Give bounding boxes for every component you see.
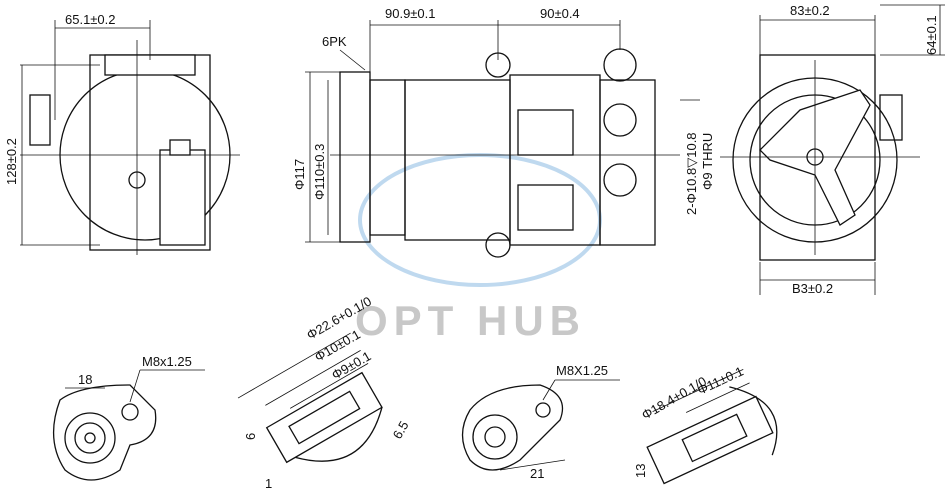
dim-90: 90±0.4 — [540, 6, 580, 21]
watermark-text: OPT HUB — [355, 297, 586, 344]
front-view: 83±0.2 B3±0.2 64±0.1 — [720, 3, 945, 296]
pulley-inner-dim: Φ110±0.3 — [312, 144, 327, 200]
detail2-h1: 6 — [243, 433, 258, 440]
left-width-dim: 65.1±0.2 — [65, 12, 116, 27]
left-view: 65.1±0.2 128±0.2 — [4, 12, 240, 255]
belt-label: 6PK — [322, 34, 347, 49]
detail4-d2: Φ11±0.1 — [695, 363, 746, 397]
detail-port-3: M8X1.25 21 — [461, 363, 620, 481]
detail3-thread: M8X1.25 — [556, 363, 608, 378]
dim-90-9: 90.9±0.1 — [385, 6, 436, 21]
watermark-swoosh — [358, 153, 602, 287]
detail3-dim: 21 — [530, 466, 544, 481]
front-right-dim: 64±0.1 — [924, 15, 939, 55]
detail4-h1: 13 — [633, 464, 648, 478]
detail2-h3: 1 — [265, 476, 272, 491]
left-height-dim: 128±0.2 — [4, 138, 19, 185]
detail4-d1: Φ18.4+0.1/0 — [639, 374, 709, 423]
holes-dim: 2-Φ10.8▽10.8 — [684, 132, 699, 215]
detail1-dim: 18 — [78, 372, 92, 387]
pulley-outer-dim: Φ117 — [292, 159, 307, 190]
detail2-h2: 6.5 — [390, 418, 412, 441]
front-bottom-dim: B3±0.2 — [792, 281, 833, 296]
detail-port-1: 18 M8x1.25 — [52, 354, 205, 481]
detail1-thread: M8x1.25 — [142, 354, 192, 369]
holes-thru-dim: Φ9 THRU — [700, 133, 715, 190]
front-top-dim: 83±0.2 — [790, 3, 830, 18]
detail-port-4: Φ18.4+0.1/0 Φ11±0.1 13 — [633, 363, 778, 485]
side-view: 90.9±0.1 90±0.4 6PK Φ117 Φ110±0.3 2-Φ10.… — [292, 6, 715, 258]
